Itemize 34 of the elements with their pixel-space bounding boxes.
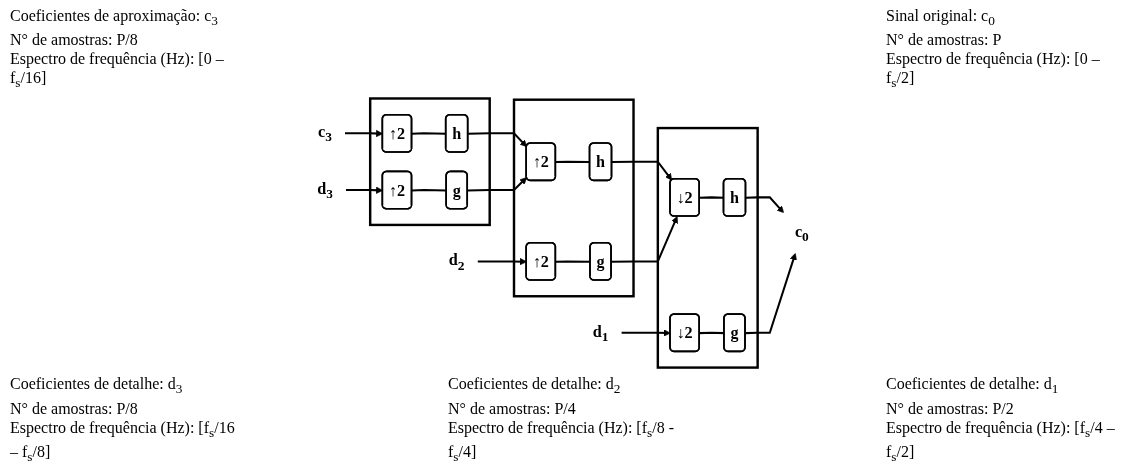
description-text: Coeficientes de detalhe: d$_{1}$ [886, 374, 1060, 399]
description-text: Coeficientes de aproximação: c$_{3}$ [10, 6, 219, 31]
arrow [745, 253, 797, 335]
arrow [611, 216, 678, 264]
arrow [468, 132, 527, 148]
arrow [611, 161, 673, 181]
arrow [467, 177, 527, 192]
description-text: N° de amostras: P [886, 30, 1003, 50]
node-text: d$_{2}$ [448, 251, 465, 274]
description-text: Espectro de frequência (Hz): [f$_{s}$/16 – f$_{s}$/8] [10, 417, 236, 466]
description-text: Espectro de frequência (Hz): [0 – f$_{s}$/2] [886, 49, 1101, 93]
connector [555, 161, 590, 164]
description-text: Espectro de frequência (Hz): [0 – f$_{s}$/16] [10, 49, 225, 93]
cluster [368, 97, 491, 227]
arrow [621, 329, 671, 337]
description-text: N° de amostras: P/4 [448, 398, 577, 418]
arrow [745, 196, 784, 214]
description-text: N° de amostras: P/8 [10, 398, 139, 418]
cluster [512, 98, 635, 298]
node-text: d$_{1}$ [592, 322, 609, 345]
arrow [477, 258, 527, 266]
description-text: Espectro de frequência (Hz): [f$_{s}$/8 - f$_{s}$/4] [448, 417, 675, 466]
node-text: c$_{3}$ [318, 123, 332, 146]
description-text: Coeficientes de detalhe: d$_{2}$ [448, 374, 622, 399]
cluster [656, 127, 759, 370]
connector [411, 189, 447, 192]
description-text: Sinal original: c$_{0}$ [886, 6, 996, 31]
node-text: c$_{0}$ [794, 222, 809, 245]
description-text: N° de amostras: P/2 [886, 398, 1015, 418]
description-text: N° de amostras: P/8 [10, 30, 139, 50]
description-text: Espectro de frequência (Hz): [f$_{s}$/4 – f$_{s}$/2] [886, 417, 1116, 466]
node-text: d$_{3}$ [317, 179, 333, 202]
connector [699, 196, 724, 200]
description-text: Coeficientes de detalhe: d$_{3}$ [10, 374, 184, 399]
